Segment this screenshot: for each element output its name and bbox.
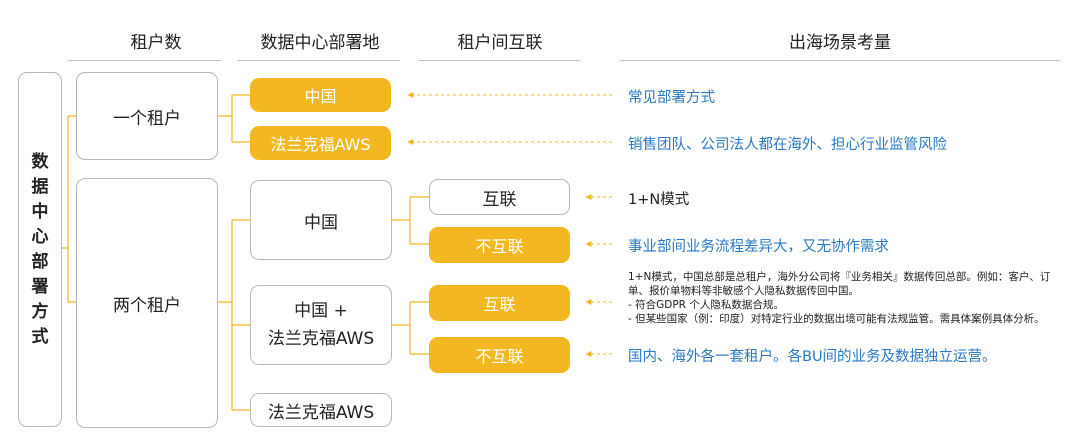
header-underline-1	[68, 60, 221, 61]
root-deployment-mode-box: 数 据 中 心 部 署 方 式	[18, 72, 62, 427]
note-detail-line: - 但某些国家（例：印度）对特定行业的数据出境可能有法规监管。需具体案例具体分析…	[628, 313, 1045, 325]
note-detail-line: 1+N模式，中国总部是总租户，海外分公司将『业务相关』数据传回总部。例如：客户、…	[628, 271, 1051, 283]
china-to-interconnect-line	[392, 196, 429, 245]
root-char: 方	[31, 301, 49, 322]
note-detail-line: - 符合GDPR 个人隐私数据合规。	[628, 299, 784, 311]
one-tenant-box: 一个租户	[76, 72, 218, 160]
dc-one-frankfurt: 法兰克福AWS	[250, 126, 391, 160]
interconnect-a-not-connected: 不互联	[429, 227, 570, 263]
root-char: 式	[31, 326, 49, 347]
dc-two-china: 中国	[250, 180, 392, 260]
header-datacenter: 数据中心部署地	[260, 33, 380, 53]
header-underline-4	[620, 60, 1060, 61]
china-aws-to-interconnect-line	[392, 301, 429, 355]
note-one-plus-n: 1+N模式	[628, 192, 690, 208]
dc-two-frankfurt: 法兰克福AWS	[250, 393, 392, 427]
dc-label-line1: 中国 +	[294, 301, 348, 321]
header-interconnect: 租户间互联	[457, 33, 543, 53]
dc-two-china-plus-aws: 中国 + 法兰克福AWS	[250, 285, 392, 365]
root-char: 数	[31, 151, 49, 172]
root-char: 部	[31, 251, 49, 272]
note-common-deployment: 常见部署方式	[628, 90, 715, 106]
note-detail-line: 单、报价单物料等非敏感个人隐私数据传回中国。	[628, 285, 859, 297]
note-sales-team: 销售团队、公司法人都在海外、担心行业监管风险	[628, 137, 947, 153]
two-tenants-box: 两个租户	[76, 178, 218, 428]
interconnect-b-connected: 互联	[429, 285, 570, 321]
two-tenants-to-dc-line	[218, 219, 250, 411]
interconnect-b-not-connected: 不互联	[429, 337, 570, 373]
note-domestic-overseas: 国内、海外各一套租户。各BU间的业务及数据独立运营。	[628, 349, 997, 365]
dc-label-line2: 法兰克福AWS	[267, 329, 375, 349]
root-char: 心	[31, 226, 49, 247]
root-to-tenants-line	[62, 115, 76, 303]
header-underline-3	[418, 60, 580, 61]
interconnect-a-connected: 互联	[429, 179, 570, 215]
root-char: 中	[31, 201, 49, 222]
one-tenant-to-dc-line	[218, 94, 250, 143]
header-considerations: 出海场景考量	[789, 33, 891, 53]
root-char: 据	[31, 176, 49, 197]
note-detail-block: 1+N模式，中国总部是总租户，海外分公司将『业务相关』数据传回总部。例如：客户、…	[628, 270, 1078, 326]
note-business-diff: 事业部间业务流程差异大，又无协作需求	[628, 239, 889, 255]
header-tenant-count: 租户数	[130, 33, 182, 53]
dc-one-china: 中国	[250, 78, 391, 112]
header-underline-2	[238, 60, 400, 61]
root-char: 署	[31, 276, 49, 297]
